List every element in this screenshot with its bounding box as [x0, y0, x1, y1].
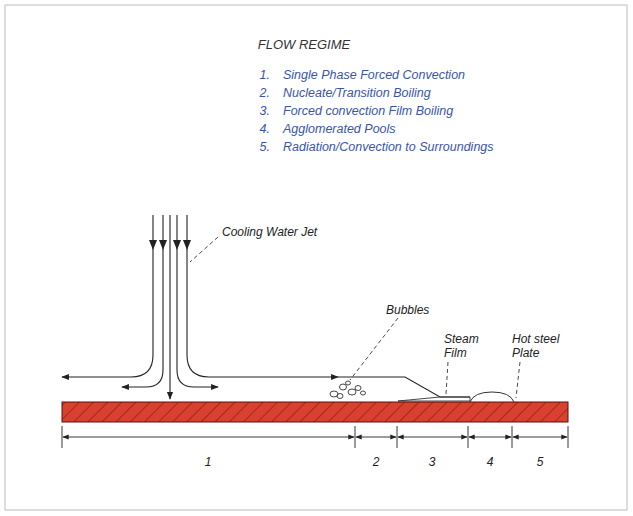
regime-name: Nucleate/Transition Boiling [283, 86, 431, 101]
part-label: Cooling Water Jet [222, 225, 317, 239]
frame [5, 5, 627, 510]
flow-arrowheads [149, 240, 191, 250]
regime-name: Agglomerated Pools [283, 122, 396, 137]
list-number: 2. [260, 86, 270, 101]
water-jet [62, 215, 470, 399]
steam-film [398, 397, 470, 401]
dimension-lines [62, 426, 568, 448]
callout-number: 1 [205, 455, 212, 469]
list-number: 3. [260, 104, 270, 119]
regime-name: Forced convection Film Boiling [283, 104, 453, 119]
regime-name: Radiation/Convection to Surroundings [283, 140, 494, 155]
water-pool [470, 392, 514, 402]
list-number: 1. [260, 68, 270, 83]
part-label: Steam Film [444, 332, 488, 361]
title: FLOW REGIME [258, 37, 350, 53]
callout-number: 2 [373, 455, 380, 469]
list-number: 5. [260, 140, 270, 155]
callout-number: 4 [487, 455, 494, 469]
callout-number: 3 [429, 455, 436, 469]
part-label: Hot steel Plate [512, 332, 570, 361]
bubbles [330, 381, 366, 399]
leader-lines [190, 237, 520, 398]
list-number: 4. [260, 122, 270, 137]
steel-plate [62, 402, 568, 422]
callout-number: 5 [537, 455, 544, 469]
regime-name: Single Phase Forced Convection [283, 68, 465, 83]
part-label: Bubbles [386, 303, 429, 317]
